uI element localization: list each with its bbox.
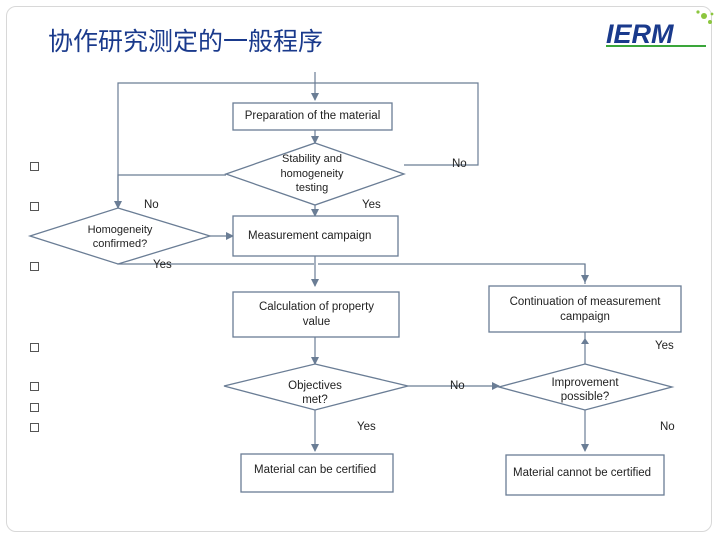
page-title: 协作研究测定的一般程序 [48, 27, 324, 56]
node-homogeneity-label: Homogeneity confirmed? [87, 224, 153, 250]
box-certified [240, 453, 394, 493]
ierm-logo-icon: IERM [606, 10, 714, 49]
box-continuation [488, 285, 682, 333]
edge-stability-no: No [452, 158, 467, 170]
node-objectives-label: Objectives met? [288, 380, 342, 406]
diamond-stability [224, 142, 406, 206]
box-calculation [232, 291, 400, 338]
node-calculation-label: Calculation of property value [258, 301, 375, 328]
edge-homogeneity-no: No [144, 199, 159, 211]
node-stability-label: Stability and homogeneity testing [280, 153, 344, 194]
node-not-certified-label: Material cannot be certified [513, 467, 652, 479]
edge-homogeneity-yes: Yes [153, 259, 172, 271]
bullet-marker [30, 423, 39, 432]
diamond-homogeneity [27, 207, 213, 265]
bullet-marker [30, 382, 39, 391]
edge-improvement-no: No [660, 421, 675, 433]
bullet-marker [30, 162, 39, 171]
edge-objectives-no: No [450, 380, 465, 392]
logo-text: IERM [606, 19, 674, 49]
diamond-improvement [496, 363, 675, 411]
bullet-marker [30, 343, 39, 352]
node-certified-label: Material can be certified [254, 464, 377, 476]
edge-improvement-yes: Yes [655, 340, 674, 352]
node-improvement-label: Improvement possible? [551, 377, 619, 403]
box-measurement [232, 215, 399, 257]
node-preparation-label: Preparation of the material [244, 110, 381, 122]
node-continuation-label: Continuation of measurement campaign [509, 296, 661, 323]
edge-stability-yes: Yes [362, 199, 381, 211]
box-preparation [232, 102, 393, 131]
edge-objectives-yes: Yes [357, 421, 376, 433]
bullet-marker [30, 202, 39, 211]
box-not-certified [505, 454, 665, 496]
bullet-marker [30, 262, 39, 271]
node-measurement-label: Measurement campaign [248, 230, 372, 242]
diamond-objectives [223, 363, 409, 411]
slide-frame [6, 6, 712, 532]
bullet-marker [30, 403, 39, 412]
